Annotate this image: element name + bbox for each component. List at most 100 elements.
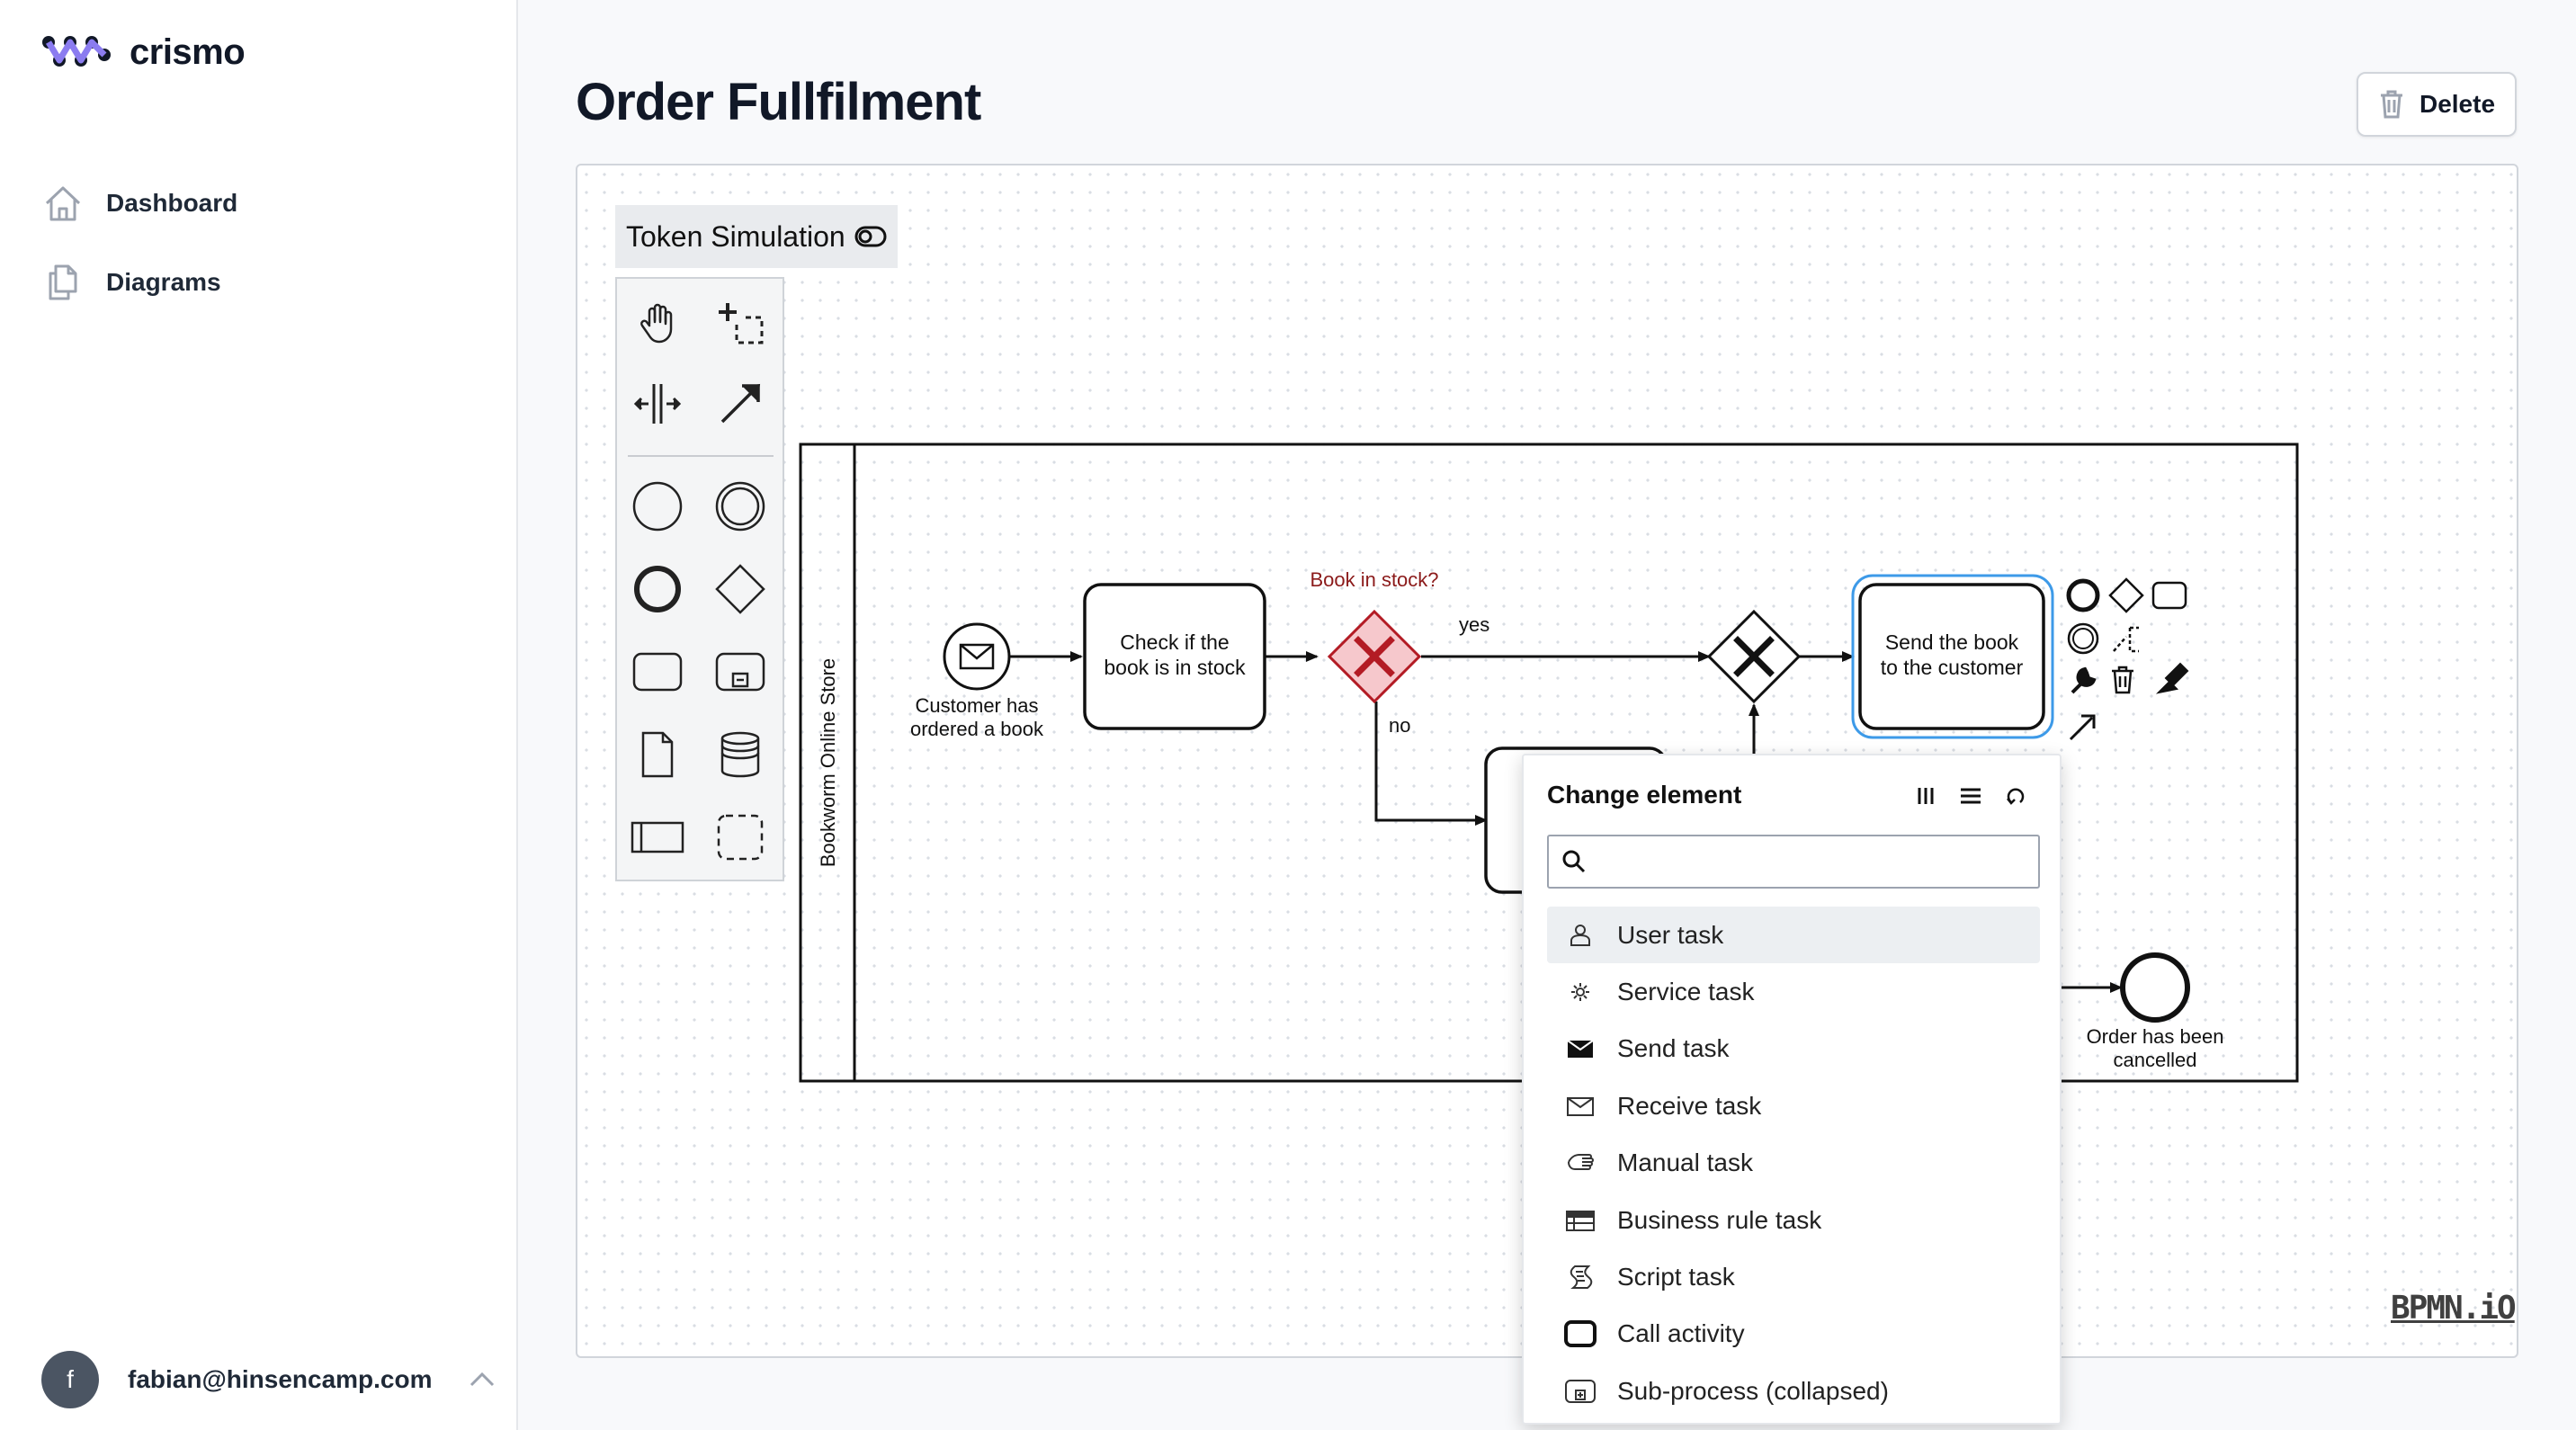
subprocess-icon[interactable] (709, 640, 772, 703)
delete-label: Delete (2419, 90, 2496, 118)
end-event-label: cancelled (2114, 1049, 2197, 1071)
context-pad (2066, 577, 2189, 741)
gateway-label: Book in stock? (1310, 568, 1438, 591)
tool-palette (615, 277, 784, 881)
delete-button[interactable]: Delete (2357, 72, 2517, 137)
space-tool-icon[interactable] (626, 372, 689, 435)
popup-entry-label: Script task (1617, 1263, 1735, 1291)
task-icon[interactable] (626, 640, 689, 703)
hand-tool-icon[interactable] (626, 291, 689, 354)
page-title: Order Fullfilment (576, 73, 981, 131)
task-send-label: Send the book (1885, 630, 2019, 654)
flow-no[interactable] (1374, 702, 1488, 826)
subprocess-collapsed-icon (1563, 1374, 1597, 1408)
end-event-label: Order has been (2087, 1025, 2224, 1048)
home-icon (43, 183, 83, 223)
append-task-icon[interactable] (2151, 581, 2187, 610)
append-gateway-icon[interactable] (2108, 577, 2144, 613)
popup-entry-label: User task (1617, 920, 1724, 949)
sidebar-item-diagrams[interactable]: Diagrams (43, 243, 237, 322)
pool-label: Bookworm Online Store (817, 658, 839, 867)
delete-element-icon[interactable] (2112, 666, 2133, 694)
popup-entry-label: Sub-process (collapsed) (1617, 1376, 1889, 1405)
popup-entry-service-task[interactable]: Service task (1547, 963, 2040, 1020)
data-object-icon[interactable] (626, 723, 689, 786)
popup-entry-manual-task[interactable]: Manual task (1547, 1135, 2040, 1192)
user-email: fabian@hinsencamp.com (128, 1365, 433, 1393)
task-send-label: to the customer (1881, 656, 2024, 679)
app-logo[interactable]: crismo (41, 32, 246, 73)
task-check-label: Check if the (1120, 630, 1229, 654)
end-event-cancelled[interactable] (2120, 952, 2190, 1023)
exclusive-gateway-book-in-stock[interactable] (1327, 609, 1422, 704)
popup-entry-script-task[interactable]: Script task (1547, 1248, 2040, 1305)
end-event-icon[interactable] (626, 558, 689, 621)
search-icon (1562, 850, 1586, 873)
popup-entry-call-activity[interactable]: Call activity (1547, 1306, 2040, 1363)
toggle-icon (854, 226, 887, 247)
lasso-tool-icon[interactable] (709, 291, 772, 354)
popup-entry-user-task[interactable]: User task (1547, 907, 2040, 964)
start-event-label: ordered a book (910, 718, 1044, 740)
pool-icon[interactable] (626, 806, 689, 869)
palette-separator (628, 455, 774, 457)
call-activity-icon (1563, 1317, 1597, 1351)
popup-entry-receive-task[interactable]: Receive task (1547, 1077, 2040, 1134)
change-element-popup: Change element User task Service task (1522, 754, 2062, 1425)
flow-no-label: no (1389, 714, 1410, 737)
documents-icon (43, 263, 83, 302)
task-check-stock[interactable] (1083, 583, 1266, 730)
popup-search-field[interactable] (1547, 835, 2040, 889)
sidebar-item-label: Diagrams (106, 268, 221, 296)
business-rule-task-icon (1563, 1203, 1597, 1238)
gateway-icon[interactable] (709, 558, 772, 621)
loop-icon[interactable] (2002, 782, 2029, 809)
sidebar-item-label: Dashboard (106, 189, 238, 217)
user-menu[interactable]: f fabian@hinsencamp.com (41, 1351, 500, 1408)
popup-entry-label: Business rule task (1617, 1205, 1822, 1234)
change-type-wrench-icon[interactable] (2071, 666, 2097, 694)
connect-tool-icon[interactable] (709, 372, 772, 435)
trash-icon (2380, 90, 2402, 119)
send-task-icon (1563, 1032, 1597, 1066)
popup-title: Change element (1547, 781, 1742, 809)
group-icon[interactable] (709, 806, 772, 869)
start-event-icon[interactable] (626, 475, 689, 538)
color-picker-icon[interactable] (2155, 662, 2189, 694)
script-task-icon (1563, 1260, 1597, 1294)
app-name: crismo (130, 32, 246, 72)
token-simulation-toggle[interactable]: Token Simulation (615, 205, 898, 268)
popup-search-input[interactable] (1596, 836, 2038, 887)
avatar: f (41, 1351, 99, 1408)
task-check-label: book is in stock (1104, 656, 1246, 679)
token-simulation-label: Token Simulation (626, 219, 845, 253)
user-task-icon (1563, 918, 1597, 952)
popup-entry-business-rule-task[interactable]: Business rule task (1547, 1192, 2040, 1248)
connect-icon[interactable] (2069, 714, 2096, 741)
data-store-icon[interactable] (709, 723, 772, 786)
task-send-book[interactable] (1851, 574, 2054, 739)
bpmn-io-watermark[interactable]: BPMN.iO (2391, 1290, 2517, 1327)
popup-entry-list: User task Service task Send task Receive… (1547, 907, 2040, 1420)
popup-entry-label: Send task (1617, 1034, 1730, 1063)
sidebar-nav: Dashboard Diagrams (43, 164, 237, 322)
sequential-multi-instance-icon[interactable] (1957, 782, 1984, 809)
popup-entry-label: Service task (1617, 978, 1755, 1006)
popup-toolbar (1912, 782, 2029, 809)
sidebar-item-dashboard[interactable]: Dashboard (43, 164, 237, 243)
popup-entry-send-task[interactable]: Send task (1547, 1021, 2040, 1077)
crismo-logo-icon (42, 35, 111, 67)
start-event-label: Customer has (916, 694, 1039, 717)
intermediate-event-icon[interactable] (709, 475, 772, 538)
append-end-event-icon[interactable] (2066, 578, 2100, 612)
sidebar: crismo Dashboard Diagrams f fabian@hinse… (0, 0, 518, 1430)
popup-entry-subprocess-collapsed[interactable]: Sub-process (collapsed) (1547, 1363, 2040, 1419)
start-event-message[interactable] (943, 622, 1011, 691)
append-text-annotation-icon[interactable] (2113, 626, 2139, 653)
popup-entry-label: Receive task (1617, 1091, 1762, 1120)
exclusive-gateway-merge[interactable] (1706, 609, 1802, 704)
chevron-up-icon[interactable] (464, 1362, 500, 1398)
popup-entry-label: Manual task (1617, 1148, 1753, 1177)
popup-entry-label: Call activity (1617, 1319, 1745, 1348)
parallel-multi-instance-icon[interactable] (1912, 782, 1939, 809)
